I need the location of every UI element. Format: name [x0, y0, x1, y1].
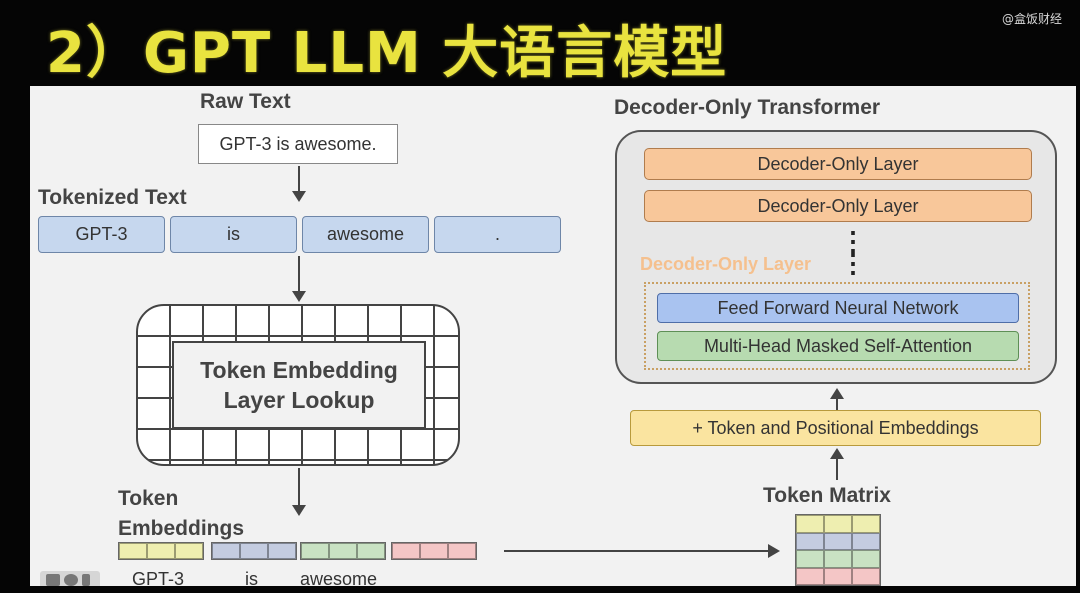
ffn-box: Feed Forward Neural Network	[657, 293, 1019, 323]
playback-controls[interactable]	[40, 571, 100, 586]
chevron-left-icon[interactable]	[82, 574, 90, 586]
token-box: .	[434, 216, 561, 253]
decoder-layer: Decoder-Only Layer	[644, 148, 1032, 180]
raw-text-label: Raw Text	[200, 90, 291, 113]
embedding-lookup-line2: Layer Lookup	[223, 387, 375, 413]
embedding-lookup-box: Token Embedding Layer Lookup	[172, 341, 426, 429]
raw-text-box: GPT-3 is awesome.	[198, 124, 398, 164]
token-embeddings-label-line1: Token	[118, 487, 179, 510]
arrow-tokens-to-lookup	[292, 256, 306, 302]
ellipsis-upper: ⋮	[840, 226, 866, 256]
arrow-raw-to-tokens	[292, 166, 306, 202]
token-matrix	[795, 514, 881, 586]
diagram-slide: Raw Text GPT-3 is awesome. Tokenized Tex…	[30, 86, 1076, 586]
arrow-embeddings-to-matrix	[504, 550, 770, 552]
tokenized-text-label: Tokenized Text	[38, 186, 187, 209]
arrow-head	[768, 544, 780, 558]
token-box: awesome	[302, 216, 429, 253]
page-title: 2）GPT LLM 大语言模型	[46, 21, 728, 86]
inner-layer-label: Decoder-Only Layer	[640, 254, 812, 274]
embedding-vector	[118, 542, 204, 560]
token-box: GPT-3	[38, 216, 165, 253]
chat-icon[interactable]	[64, 574, 78, 586]
token-box: is	[170, 216, 297, 253]
decoder-layer: Decoder-Only Layer	[644, 190, 1032, 222]
positional-embeddings-box: + Token and Positional Embeddings	[630, 410, 1041, 446]
ellipsis-lower: ⋮	[840, 248, 866, 278]
arrow-positional-to-transformer	[830, 388, 844, 410]
embedding-token-label: awesome	[300, 569, 378, 586]
token-matrix-label: Token Matrix	[763, 484, 891, 507]
embedding-vector	[300, 542, 386, 560]
inner-layer-outline	[644, 282, 1030, 370]
arrow-lookup-to-embeddings	[292, 468, 306, 516]
embedding-vector	[391, 542, 477, 560]
arrow-matrix-to-positional	[830, 448, 844, 480]
embedding-vector	[211, 542, 297, 560]
watermark: @盒饭财经	[1001, 12, 1062, 26]
token-embeddings-label-line2: Embeddings	[118, 517, 245, 540]
transformer-title: Decoder-Only Transformer	[614, 96, 881, 119]
embedding-lookup-line1: Token Embedding	[200, 357, 398, 383]
embedding-token-label: GPT-3	[132, 569, 185, 586]
camera-icon[interactable]	[46, 574, 60, 586]
attention-box: Multi-Head Masked Self-Attention	[657, 331, 1019, 361]
embedding-token-label: is	[245, 569, 258, 586]
